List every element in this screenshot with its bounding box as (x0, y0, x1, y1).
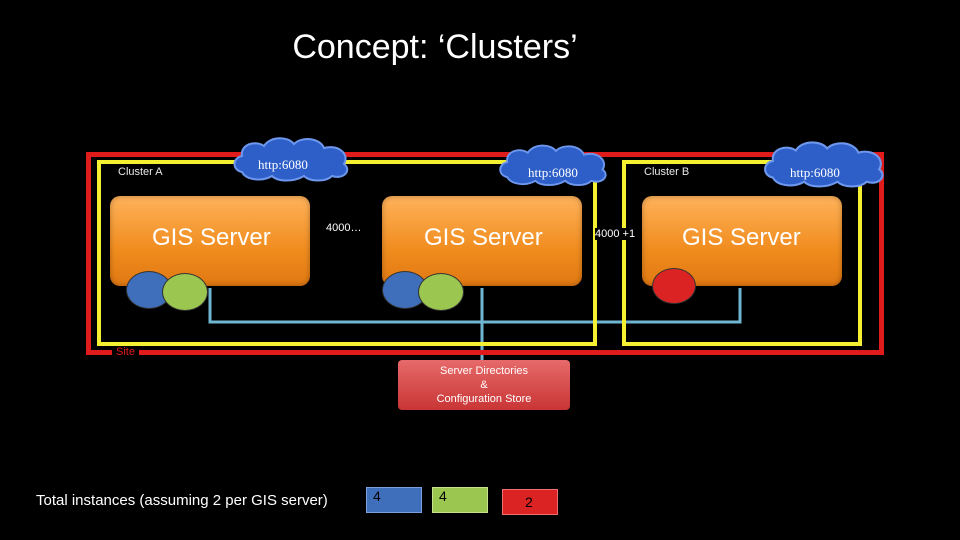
port-label: 4000… (326, 222, 362, 234)
cluster-b-label: Cluster B (640, 166, 694, 178)
store-line-3: Configuration Store (436, 393, 532, 405)
cloud-label: http:6080 (258, 157, 308, 172)
cloud-label: http:6080 (790, 165, 840, 180)
instance-red-1 (652, 268, 696, 304)
instance-green-2 (418, 273, 464, 311)
cloud-icon (764, 141, 884, 188)
cluster-a-frame (97, 160, 597, 346)
blue-count-box: 4 (366, 487, 422, 513)
cluster-b-frame (622, 160, 862, 346)
page-title: Concept: ‘Clusters’ (292, 28, 578, 66)
store-line-2: & (480, 379, 488, 391)
gis-server-box-2[interactable] (382, 196, 582, 286)
cloud-icon (499, 144, 607, 186)
cloud-label: http:6080 (528, 165, 578, 180)
port-label: 4000 +1 (595, 228, 636, 240)
gis-server-label: GIS Server (424, 224, 543, 251)
connector-line (208, 288, 742, 324)
config-store-box[interactable]: Server Directories & Configuration Store (398, 360, 570, 410)
red-count-box: 2 (502, 489, 558, 515)
site-label: Site (112, 346, 139, 358)
instance-green-1 (162, 273, 208, 311)
cloud-icon (233, 137, 349, 182)
green-count-box: 4 (432, 487, 488, 513)
total-instances-label: Total instances (assuming 2 per GIS serv… (36, 492, 328, 509)
gis-server-label: GIS Server (682, 224, 801, 251)
site-frame (86, 152, 884, 355)
store-line-1: Server Directories (439, 365, 529, 377)
cluster-a-label: Cluster A (114, 166, 167, 178)
gis-server-label: GIS Server (152, 224, 271, 251)
